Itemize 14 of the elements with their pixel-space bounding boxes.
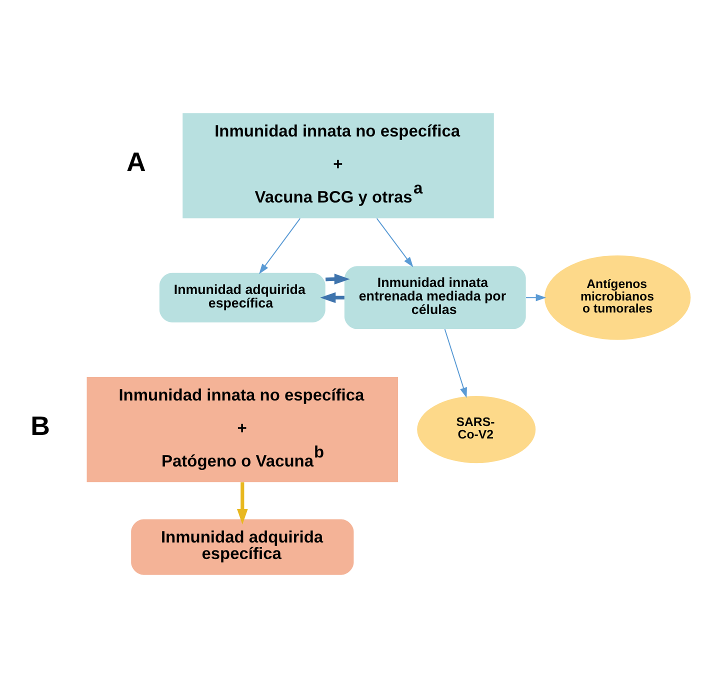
arrow <box>320 292 344 303</box>
node-ellipse: SARS- Co-V2 <box>417 396 536 463</box>
node-box: Inmunidad adquirida específica <box>159 272 326 322</box>
node-box: Inmunidad adquirida específica <box>131 518 354 574</box>
label: A <box>126 146 146 177</box>
arrow <box>444 328 467 398</box>
arrow <box>526 294 546 301</box>
arrow <box>236 482 248 524</box>
arrow <box>376 218 414 267</box>
arrow <box>326 273 350 284</box>
node-ellipse: Antígenos microbianos o tumorales <box>544 254 691 340</box>
arrow <box>259 218 300 274</box>
label: B <box>30 410 50 441</box>
node-box: Inmunidad innata entrenada mediada por células <box>344 266 526 329</box>
